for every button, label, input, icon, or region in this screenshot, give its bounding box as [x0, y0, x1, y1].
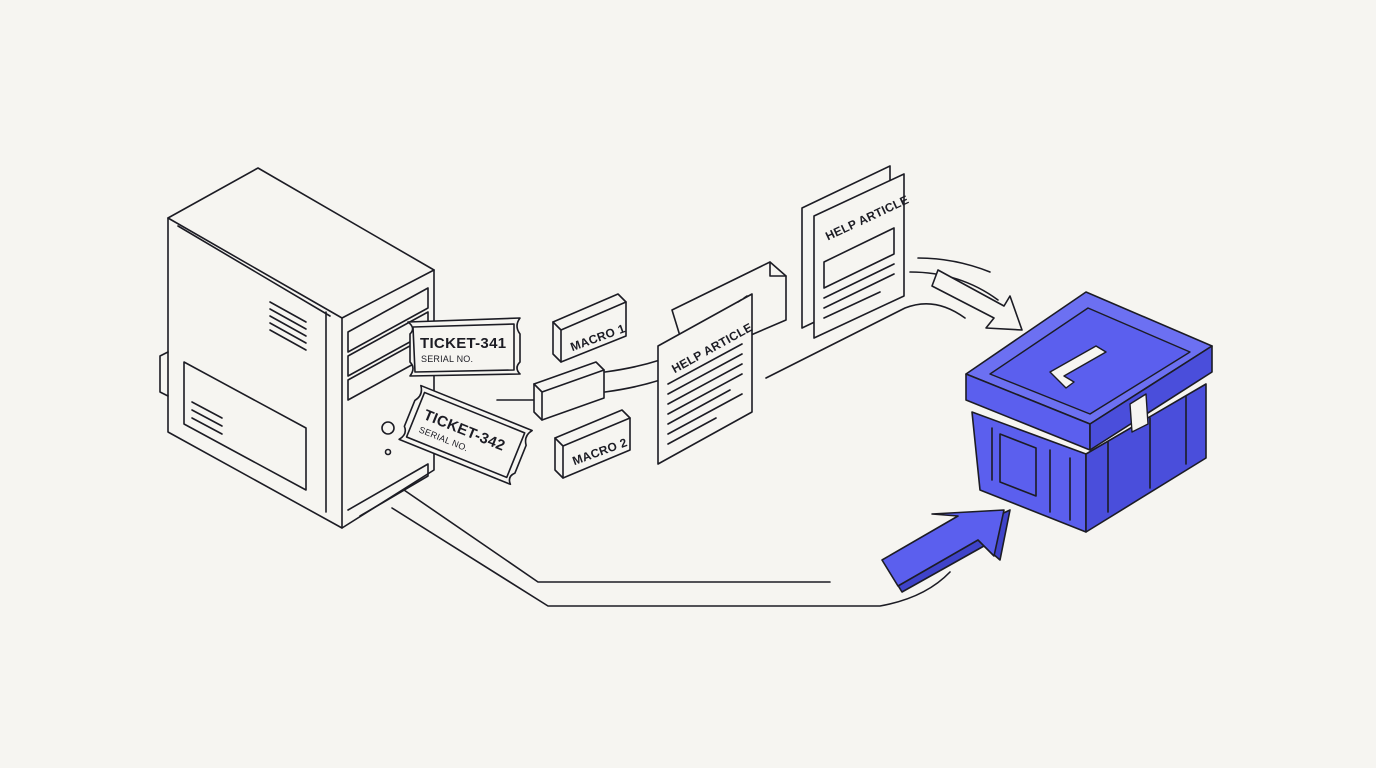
- lower-flow-line: [391, 507, 951, 607]
- ticket-341-serial: SERIAL NO.: [421, 354, 473, 364]
- power-button-icon: [381, 421, 395, 435]
- ticket-341-id: TICKET-341: [420, 335, 506, 352]
- macro-block-2: MACRO 2: [554, 409, 631, 479]
- help-article-card-1: HELP ARTICLE: [657, 261, 787, 465]
- help-article-card-2: HELP ARTICLE: [801, 165, 911, 339]
- ticket-card-342: TICKET-342 SERIAL NO.: [398, 384, 533, 486]
- article-front-sheet: [657, 293, 753, 465]
- article-2-front-sheet: [813, 173, 905, 339]
- storage-box-icon: [965, 291, 1213, 533]
- server-base-slot: [347, 463, 429, 517]
- article-2-image-box: [823, 227, 895, 289]
- blank-macro-block: [533, 361, 605, 421]
- upper-flow-line: [765, 302, 966, 379]
- macro-connector-2: [604, 379, 661, 393]
- box-handle: [999, 433, 1037, 497]
- lid-handle: [1049, 345, 1107, 389]
- server-tower: [159, 167, 435, 529]
- panel-vent-icon: [191, 401, 223, 435]
- flow-lines: [391, 257, 999, 607]
- ticket-card-341: TICKET-341 SERIAL NO.: [407, 317, 521, 377]
- article-2-text-lines: [823, 263, 895, 319]
- server-top-bevel: [177, 225, 331, 317]
- drive-bay-1: [347, 287, 429, 353]
- server-side-panel: [183, 361, 307, 491]
- arrow-blue-icon: [881, 509, 1011, 593]
- power-led: [384, 448, 392, 456]
- vent-grille-icon: [269, 301, 307, 351]
- arrow-outline-icon: [931, 269, 1023, 331]
- box-latch: [1129, 393, 1149, 433]
- motion-line-2: [909, 271, 999, 301]
- macro-block-1: MACRO 1: [552, 293, 627, 363]
- server-handle: [159, 351, 169, 397]
- macro-connector-1: [604, 359, 661, 373]
- motion-line-1: [917, 257, 991, 273]
- article-1-text-lines: [667, 343, 743, 445]
- lower-flow-line-inner: [403, 489, 831, 583]
